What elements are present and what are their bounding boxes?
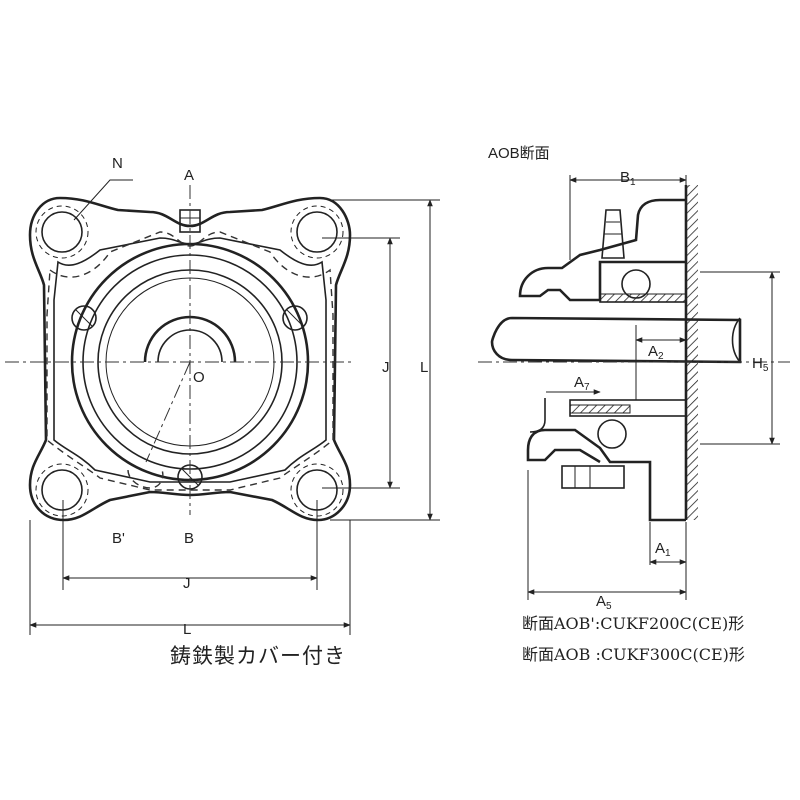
label-l-horizontal: L — [183, 621, 191, 638]
label-b: B — [184, 530, 194, 547]
bolt-hole-bottom-left — [41, 469, 83, 511]
hidden-contour — [46, 231, 334, 491]
label-j-horizontal: J — [183, 575, 191, 592]
label-o: O — [193, 369, 205, 386]
cover-screw-left — [71, 305, 97, 331]
section-labels: AOB断面 B1 A2 A7 H5 A1 A5 — [488, 145, 769, 612]
grease-nipple-section — [601, 209, 625, 259]
label-a1: A1 — [655, 540, 671, 559]
front-view-caption: 鋳鉄製カバー付き — [170, 644, 346, 668]
section-title: AOB断面 — [488, 145, 550, 162]
label-a2: A2 — [648, 343, 664, 362]
label-l-vertical: L — [420, 359, 428, 376]
front-labels: N A O B' B J L J L — [112, 155, 428, 638]
label-b1: B1 — [620, 169, 636, 188]
label-n: N — [112, 155, 123, 172]
label-a5: A5 — [596, 593, 612, 612]
flange-inner-contour — [53, 237, 327, 483]
section-view — [478, 185, 790, 522]
flange-outline — [28, 196, 352, 522]
cover-screw-right — [282, 305, 308, 331]
label-j-vertical: J — [382, 359, 390, 376]
front-dimensions — [29, 199, 440, 635]
label-h5: H5 — [752, 355, 769, 374]
label-a7: A7 — [574, 374, 590, 393]
bolt-hole-top-left — [41, 211, 83, 253]
section-note-200: 断面AOB':CUKF200C(CE)形 — [522, 614, 745, 633]
label-a: A — [184, 167, 194, 184]
housing-upper — [518, 198, 686, 302]
ball-lower — [597, 419, 627, 449]
cover-bolt-section — [561, 465, 625, 489]
section-note-300: 断面AOB :CUKF300C(CE)形 — [522, 645, 745, 664]
bolt-hole-top-right — [296, 211, 338, 253]
section-dimensions — [527, 175, 780, 600]
label-b-prime: B' — [112, 530, 125, 547]
mounting-wall-hatch — [686, 185, 698, 520]
shaft-section — [490, 316, 742, 364]
housing-lower — [526, 428, 686, 522]
front-view — [5, 179, 355, 522]
